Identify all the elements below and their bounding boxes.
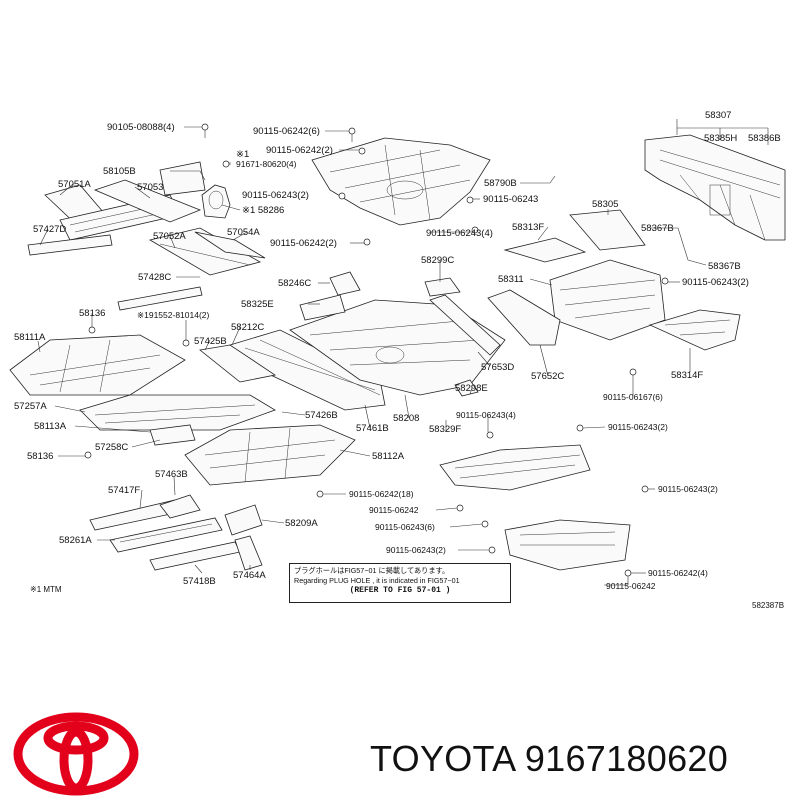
part-label: 90115-06243(4): [456, 410, 516, 420]
brand-name: TOYOTA: [370, 738, 515, 779]
part-label: 57653D: [481, 362, 514, 373]
part-label: 58305: [592, 199, 618, 210]
part-label: 90115-06242(2): [266, 145, 333, 156]
part-label: 57054A: [227, 227, 260, 238]
plug-hole-notice: プラグホールはFIG57−01 に掲載してあります。 Regarding PLU…: [289, 563, 511, 603]
notice-reference: (REFER TO FIG 57-01 ): [349, 586, 451, 595]
part-number: 9167180620: [524, 738, 729, 779]
panel-58314F: [648, 309, 741, 351]
footnote-mtm: ※1 MTM: [30, 585, 62, 594]
part-label: 57418B: [183, 576, 216, 587]
part-label: 58136: [27, 451, 53, 462]
part-label: 58790B: [484, 178, 517, 189]
exploded-floor-pan-diagram: 90105-08088(4) 90115-06242(6) 58307 9011…: [9, 110, 786, 591]
part-label: 58325E: [241, 299, 274, 310]
part-label: 90115-06242(18): [349, 489, 414, 499]
part-label: 58313F: [512, 222, 544, 233]
part-label: ※1: [236, 149, 249, 160]
part-label: 58111A: [14, 332, 46, 343]
left-side-rails: [27, 161, 266, 311]
notice-line-japanese: プラグホールはFIG57−01 に掲載してあります。: [294, 566, 450, 575]
part-label: 57426B: [305, 410, 338, 421]
part-label: 57464A: [233, 570, 266, 581]
side-member-panel: [79, 394, 276, 446]
part-label: 58136: [79, 308, 105, 319]
part-label: 58113A: [34, 421, 67, 432]
part-label: 58311: [498, 274, 524, 285]
front-floor-58111A: [9, 334, 186, 396]
part-label: 90115-06243(2): [658, 484, 718, 494]
part-label: 57425B: [194, 336, 227, 347]
part-label: 57428C: [138, 272, 171, 283]
center-floor-58208: [289, 294, 506, 396]
part-label: 57053: [137, 182, 163, 193]
lower-floor-58112A: [184, 424, 356, 486]
part-label: 58208: [393, 413, 419, 424]
part-label: 58112A: [372, 451, 405, 462]
notice-line-english: Regarding PLUG HOLE , it is indicated in…: [294, 575, 460, 585]
small-brackets: [329, 271, 479, 397]
part-label: 90115-06242(4): [648, 568, 708, 578]
part-label: 90115-06167(6): [603, 392, 663, 402]
part-label: 57258C: [95, 442, 128, 453]
rail-57652C: [487, 289, 561, 346]
part-label: 57051A: [58, 179, 91, 190]
part-label: 57427D: [33, 224, 66, 235]
rear-floor-right: [439, 444, 631, 571]
part-label: 90115-06243(6): [375, 522, 435, 532]
part-label: ※191552-81014(2): [137, 310, 210, 320]
center-tunnel: [199, 329, 386, 411]
part-label: 58299C: [421, 255, 454, 266]
part-label: 58212C: [231, 322, 264, 333]
part-label: 90115-06243: [483, 194, 538, 205]
part-label: 57052A: [153, 231, 186, 242]
part-label: 90115-06242: [369, 505, 419, 515]
part-label: 58367B: [641, 223, 674, 234]
part-label: 57417F: [108, 485, 140, 496]
shift-bracket-58286: [201, 184, 231, 219]
part-label: 58209A: [285, 518, 318, 529]
part-labels: 90105-08088(4) 90115-06242(6) 58307 9011…: [14, 110, 781, 591]
part-label: 90115-06243(2): [608, 422, 668, 432]
part-label: 90115-06242(6): [253, 126, 320, 137]
part-label: ※1 58286: [242, 205, 284, 216]
rear-panel-58307: [644, 134, 786, 241]
part-label: 58246C: [278, 278, 311, 289]
part-label: 90115-06243(4): [426, 228, 493, 239]
illustration-code: 582387B: [752, 601, 785, 610]
rear-floor-58311: [503, 209, 666, 341]
part-label: 90105-08088(4): [107, 122, 175, 133]
part-label: 90115-06242: [606, 581, 656, 591]
brand-and-part-number: TOYOTA 9167180620: [370, 738, 728, 780]
part-label: 58385H: [704, 133, 737, 144]
leader-lines: [37, 119, 769, 586]
part-label: 90115-06242(2): [270, 238, 337, 249]
part-label: 57652C: [531, 371, 564, 382]
part-label: 58261A: [59, 535, 92, 546]
toyota-logo-icon: [13, 712, 139, 796]
part-label: 58367B: [708, 261, 741, 272]
part-label: 90115-06243(2): [682, 277, 749, 288]
part-label: 58298E: [455, 383, 488, 394]
rail-57653D: [429, 294, 501, 356]
part-label: 90115-06243(2): [242, 190, 309, 201]
part-label: 57257A: [14, 401, 47, 412]
part-label: 57461B: [356, 423, 389, 434]
bolt-symbols: [84, 123, 669, 577]
part-label: 58314F: [671, 370, 703, 381]
upper-floor-panel: [311, 137, 491, 226]
part-label: 58329F: [429, 424, 461, 435]
part-label: 58386B: [748, 133, 781, 144]
part-label: 57463B: [155, 469, 188, 480]
lower-rails: [89, 494, 263, 571]
part-label: 58105B: [103, 166, 136, 177]
part-label: 91671-80620(4): [236, 159, 297, 169]
part-label: 90115-06243(2): [386, 545, 446, 555]
part-label: 58307: [705, 110, 731, 121]
